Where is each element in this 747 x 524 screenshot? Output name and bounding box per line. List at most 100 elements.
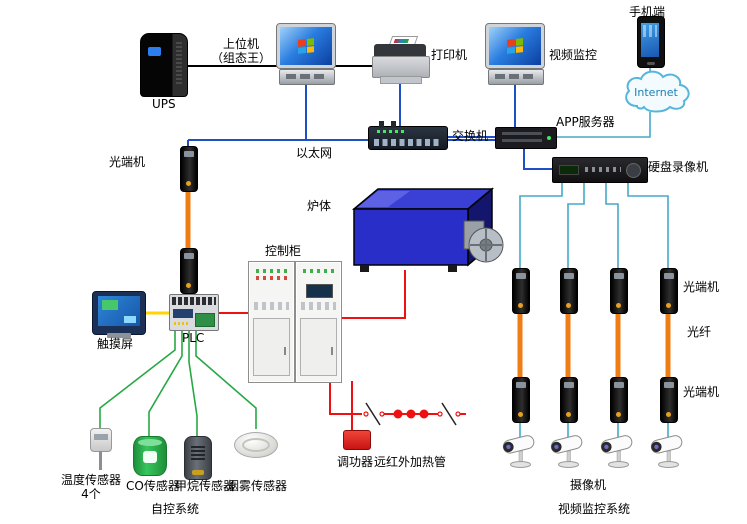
- computer-base: [488, 69, 544, 85]
- control-cabinet-label: 控制柜: [265, 244, 302, 258]
- sensor-head: [90, 428, 112, 452]
- dvr-knob: [626, 163, 641, 178]
- ups-label: UPS: [152, 97, 176, 111]
- host-computer-label: 上位机 （组态王）: [206, 37, 276, 66]
- host-computer-monitor: [276, 23, 336, 85]
- methane-sensor-device: [184, 436, 212, 480]
- camera-label: 摄像机: [570, 478, 607, 492]
- optical-terminal-right-bottom-3: [610, 377, 628, 423]
- plc-device: [169, 294, 219, 331]
- optical-terminal-left-top: [180, 146, 198, 192]
- co-sensor-label: CO传感器: [126, 479, 180, 493]
- cabinet-door: [300, 318, 337, 376]
- printer-lid: [374, 44, 426, 58]
- network-switch-label: 交换机: [452, 129, 489, 143]
- ups-vents: [176, 42, 182, 86]
- optical-terminal-right-top-1: [512, 268, 530, 314]
- optical-terminal-right-top-4: [660, 268, 678, 314]
- dvr-label: 硬盘录像机: [648, 160, 709, 174]
- plc-label: PLC: [182, 331, 205, 345]
- printer-label: 打印机: [431, 48, 468, 62]
- plc-leds: [174, 322, 188, 325]
- mobile-label: 手机端: [629, 5, 666, 19]
- video-monitor-device: [485, 23, 545, 85]
- temperature-sensor-label-line1: 温度传感器: [60, 473, 121, 487]
- windows-logo-icon: [507, 38, 523, 54]
- smoke-sensor-device: [234, 428, 278, 462]
- touch-screen-label: 触摸屏: [97, 337, 134, 351]
- monitor-screen: [485, 23, 545, 69]
- control-cabinet-left: [248, 261, 295, 383]
- control-cabinet-right: [295, 261, 342, 383]
- mobile-phone-device: [637, 16, 665, 68]
- power-regulator-device: [343, 430, 371, 450]
- cabinet-indicators: [303, 269, 334, 273]
- optical-terminal-right-bottom-4: [660, 377, 678, 423]
- windows-logo-icon: [298, 38, 314, 54]
- optical-terminal-right-top-label: 光端机: [683, 280, 720, 294]
- cabinet-indicators: [256, 276, 287, 280]
- optical-terminal-right-bottom-2: [560, 377, 578, 423]
- printer-tray: [380, 76, 422, 84]
- temperature-sensor-count: 4个: [81, 487, 101, 502]
- dvr-buttons: [585, 167, 621, 172]
- co-sensor-device: [133, 436, 167, 476]
- app-server-label: APP服务器: [556, 115, 615, 129]
- switch-leds: [377, 130, 407, 133]
- optical-terminal-right-top-3: [610, 268, 628, 314]
- plc-module: [195, 313, 215, 327]
- optical-terminal-left-bottom: [180, 248, 198, 294]
- temperature-sensor-label: 温度传感器 4个: [56, 473, 126, 502]
- computer-base: [279, 69, 335, 85]
- cable-plug: [379, 121, 384, 128]
- furnace-label: 炉体: [307, 199, 332, 213]
- internet-cloud: Internet: [620, 68, 692, 114]
- network-switch-device: [368, 121, 448, 150]
- app-server-device: [495, 127, 557, 149]
- smoke-sensor-label: 烟雾传感器: [227, 479, 288, 493]
- touch-screen-device: [92, 291, 146, 338]
- methane-sensor-label: 甲烷传感器: [175, 479, 236, 493]
- cctv-camera-1: [500, 430, 542, 470]
- internet-label: Internet: [634, 86, 678, 99]
- temperature-sensor-device: [88, 428, 112, 472]
- sensor-probe: [99, 451, 102, 470]
- touch-screen-display: [98, 296, 140, 326]
- smoke-detector-ring: [242, 438, 270, 452]
- ups-display: [148, 47, 161, 56]
- optical-fiber-label: 光纤: [687, 325, 712, 339]
- cable-plug: [391, 121, 396, 128]
- smoke-detector-body: [234, 432, 278, 458]
- cctv-camera-4: [648, 430, 690, 470]
- printer-device: [372, 36, 430, 84]
- infrared-heater-label: 远红外加热管: [374, 455, 447, 469]
- dvr-display: [559, 165, 579, 175]
- plc-terminals: [172, 297, 216, 305]
- host-computer-label-line1: 上位机: [222, 37, 259, 51]
- server-slot: [502, 132, 542, 135]
- server-led: [547, 136, 551, 140]
- monitor-screen: [276, 23, 336, 69]
- host-computer-label-line2: （组态王）: [210, 51, 271, 66]
- power-regulator-label: 调功器: [337, 455, 374, 469]
- phone-home-button: [647, 62, 655, 65]
- server-slot: [502, 139, 542, 142]
- heater-circuit: [363, 402, 466, 426]
- furnace-device: [348, 183, 504, 275]
- switch-ports: [374, 139, 442, 146]
- optical-terminal-left-label: 光端机: [109, 155, 146, 169]
- cabinet-buttons: [254, 302, 289, 310]
- cctv-camera-2: [548, 430, 590, 470]
- plc-display: [173, 309, 193, 318]
- cctv-camera-3: [598, 430, 640, 470]
- optical-terminal-right-top-2: [560, 268, 578, 314]
- ups-device: [140, 33, 188, 97]
- cabinet-display: [306, 284, 333, 298]
- video-surveillance-system-label: 视频监控系统: [558, 502, 631, 516]
- optical-terminal-right-bottom-label: 光端机: [683, 385, 720, 399]
- cabinet-door: [253, 318, 290, 376]
- video-monitor-label: 视频监控: [549, 48, 598, 62]
- optical-terminal-right-bottom-1: [512, 377, 530, 423]
- auto-control-system-label: 自控系统: [151, 502, 200, 516]
